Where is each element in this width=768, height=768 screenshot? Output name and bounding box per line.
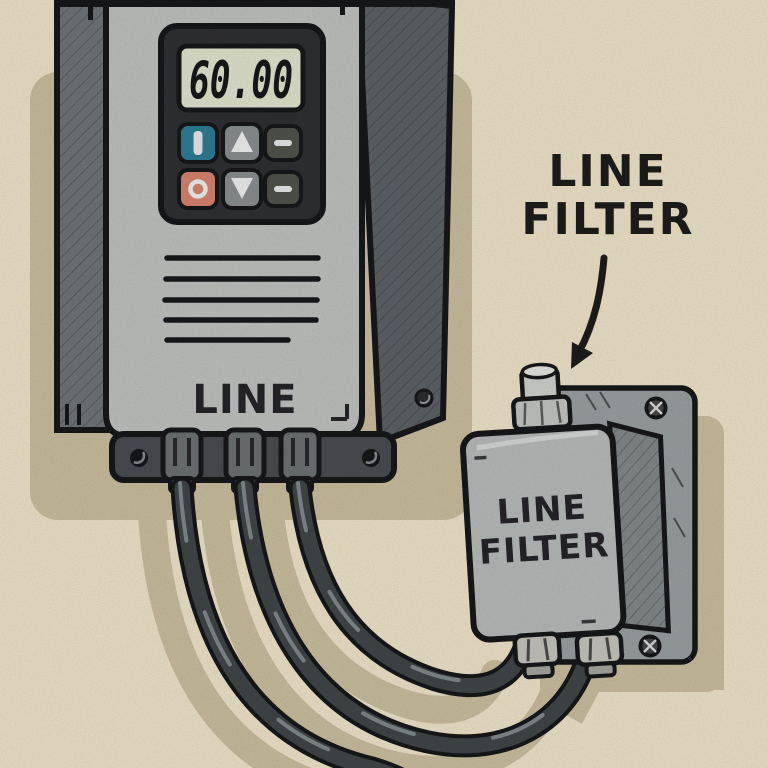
paper-grain-overlay	[0, 0, 768, 768]
line-filter-diagram: 60.00 LINE	[0, 0, 768, 768]
illustration-canvas: 60.00 LINE	[0, 0, 768, 768]
